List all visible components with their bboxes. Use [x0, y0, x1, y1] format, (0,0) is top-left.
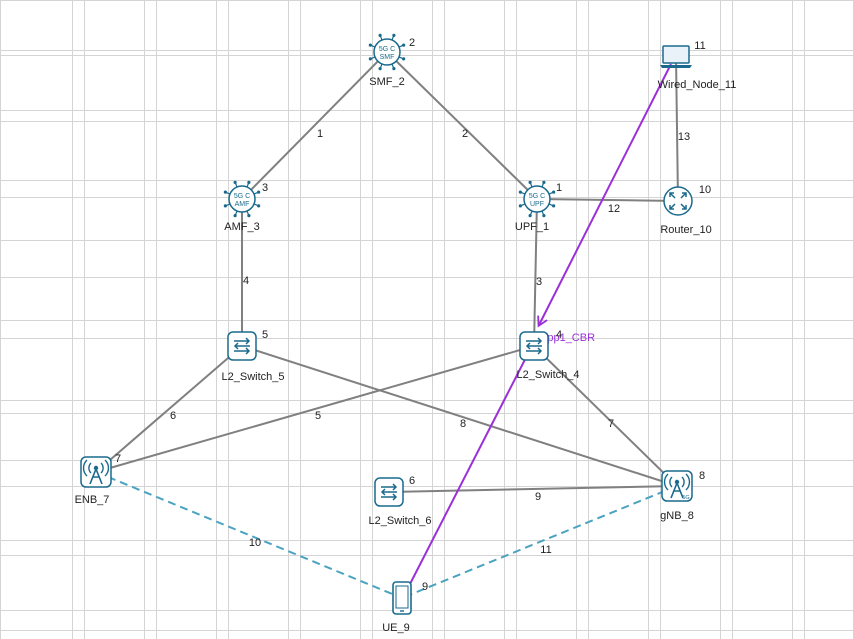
link-label-6: 6 — [170, 410, 176, 422]
svg-text:SMF: SMF — [380, 54, 395, 61]
node-id-smf: 2 — [409, 37, 415, 49]
node-name-sw6: L2_Switch_6 — [369, 515, 432, 527]
node-name-enb: ENB_7 — [75, 494, 110, 506]
node-id-sw5: 5 — [262, 329, 268, 341]
svg-text:5G C: 5G C — [529, 193, 545, 200]
node-id-upf: 1 — [556, 182, 562, 194]
cell-tower-icon[interactable] — [80, 456, 112, 488]
link-label-10: 10 — [249, 537, 261, 549]
link-label-7: 7 — [608, 418, 614, 430]
node-id-ue: 9 — [422, 581, 428, 593]
link-label-11: 11 — [540, 544, 551, 556]
node-name-gnb: gNB_8 — [660, 510, 694, 522]
computer-icon[interactable] — [660, 45, 692, 68]
node-id-gnb: 8 — [699, 470, 705, 482]
link-2[interactable] — [386, 51, 538, 200]
switch-icon[interactable] — [519, 331, 549, 361]
node-id-enb: 7 — [115, 453, 121, 465]
mobile-phone-icon[interactable] — [392, 581, 412, 615]
app-flow-uplink[interactable] — [409, 339, 536, 585]
switch-icon[interactable] — [227, 331, 257, 361]
link-label-12: 12 — [608, 203, 620, 215]
router-icon[interactable] — [663, 186, 693, 216]
link-12[interactable] — [536, 198, 679, 202]
link-label-2: 2 — [462, 128, 468, 140]
link-label-8: 8 — [460, 418, 466, 430]
link-10[interactable] — [95, 471, 403, 599]
node-name-ue: UE_9 — [382, 622, 410, 634]
node-name-upf: UPF_1 — [515, 221, 549, 233]
link-label-5: 5 — [315, 410, 321, 422]
svg-text:5G: 5G — [682, 495, 689, 501]
link-label-9: 9 — [535, 491, 541, 503]
link-11[interactable] — [401, 485, 678, 599]
link-label-3: 3 — [536, 276, 542, 288]
node-name-sw4: L2_Switch_4 — [517, 369, 580, 381]
link-3[interactable] — [533, 198, 538, 347]
node-name-router: Router_10 — [660, 224, 711, 236]
svg-text:UPF: UPF — [530, 201, 544, 208]
cell-tower-icon[interactable]: 5G — [661, 470, 693, 502]
node-name-wired: Wired_Node_11 — [658, 79, 737, 91]
link-6[interactable] — [95, 345, 243, 473]
node-id-router: 10 — [699, 184, 711, 196]
svg-text:5G C: 5G C — [234, 193, 250, 200]
node-id-sw6: 6 — [409, 475, 415, 487]
node-id-sw4: 4 — [556, 329, 562, 341]
link-7[interactable] — [533, 345, 678, 487]
node-name-smf: SMF_2 — [369, 76, 404, 88]
link-13[interactable] — [675, 55, 679, 202]
link-label-1: 1 — [317, 128, 323, 140]
link-1[interactable] — [241, 51, 388, 200]
svg-text:5G C: 5G C — [379, 46, 395, 53]
node-id-amf: 3 — [262, 182, 268, 194]
app-label: App1_CBR — [540, 332, 595, 344]
switch-icon[interactable] — [374, 477, 404, 507]
link-8[interactable] — [241, 345, 678, 487]
node-name-sw5: L2_Switch_5 — [222, 371, 285, 383]
node-id-wired: 11 — [694, 40, 705, 52]
link-label-4: 4 — [243, 275, 249, 287]
link-label-13: 13 — [678, 131, 690, 143]
node-name-amf: AMF_3 — [224, 221, 259, 233]
app-flow-downlink[interactable] — [537, 63, 672, 328]
link-5[interactable] — [95, 345, 535, 473]
svg-text:AMF: AMF — [235, 201, 250, 208]
link-9[interactable] — [388, 485, 678, 493]
